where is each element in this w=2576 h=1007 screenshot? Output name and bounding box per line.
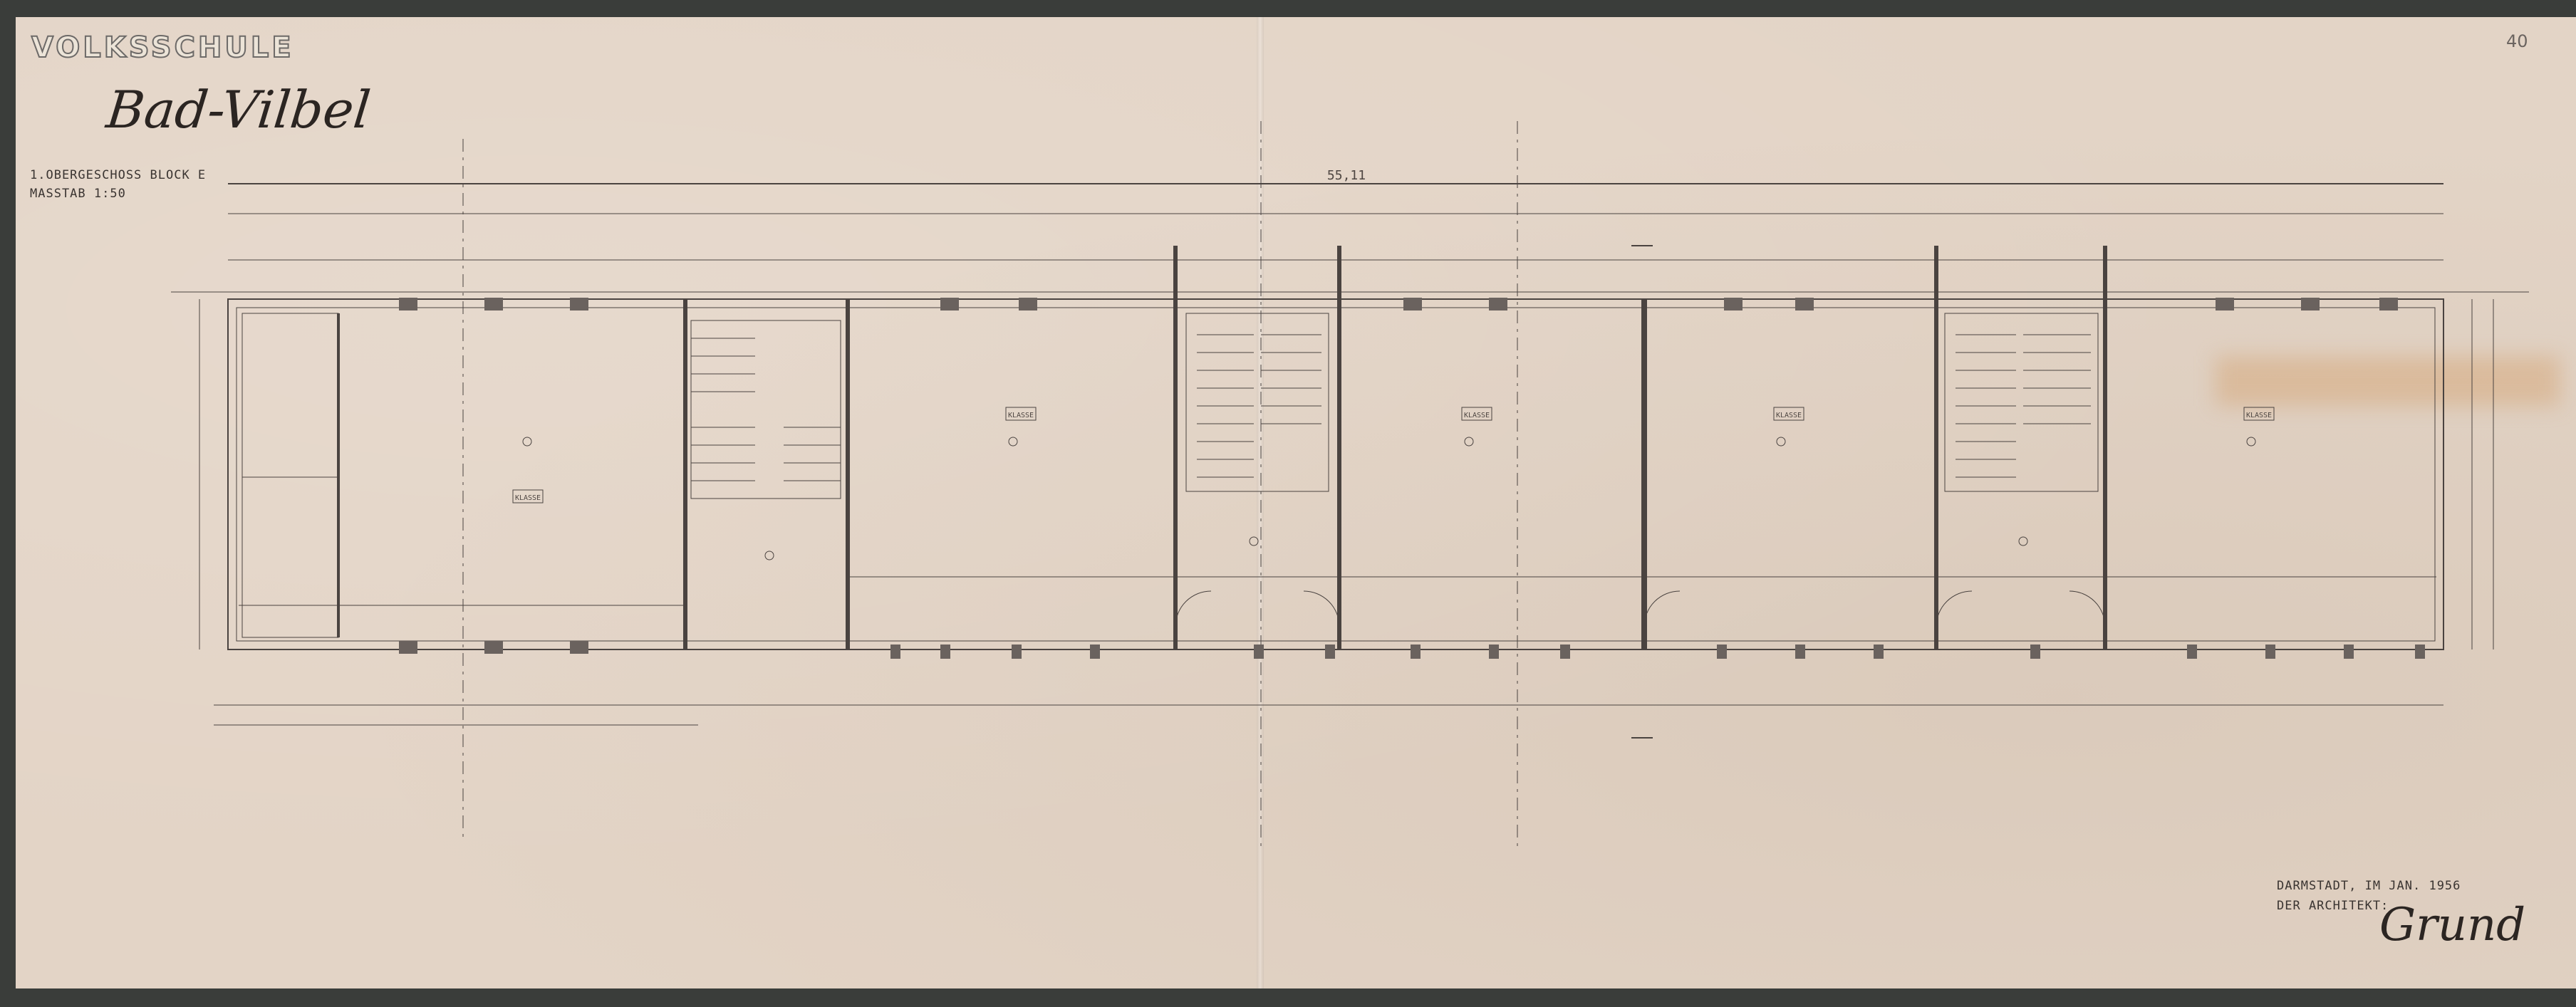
room-tag: KLASSE bbox=[1464, 412, 1490, 419]
overall-dimension: 55,11 bbox=[1327, 168, 1366, 183]
room-tag: KLASSE bbox=[515, 494, 541, 502]
room-tag-box bbox=[1005, 407, 1037, 421]
building-outline bbox=[227, 298, 2444, 650]
room-tag: KLASSE bbox=[2246, 412, 2272, 419]
paper bbox=[16, 17, 2576, 988]
paper-fold bbox=[1257, 17, 1264, 988]
architect-label: DER ARCHITEKT: bbox=[2277, 899, 2389, 913]
staircase bbox=[690, 320, 841, 499]
floor-label: 1.OBERGESCHOSS BLOCK E bbox=[30, 168, 207, 182]
window-mark bbox=[890, 645, 900, 659]
room-tag: KLASSE bbox=[1776, 412, 1802, 419]
school-place: Bad-Vilbel bbox=[103, 80, 373, 140]
architect-signature: Grund bbox=[2379, 899, 2526, 951]
door-swing bbox=[1175, 590, 1212, 627]
school-title: VOLKSSCHULE bbox=[31, 31, 294, 65]
staircase bbox=[1185, 313, 1329, 492]
staircase bbox=[1944, 313, 2099, 492]
stain bbox=[2216, 356, 2560, 406]
scale-label: MASSTAB 1:50 bbox=[30, 187, 126, 201]
sheet-number: 40 bbox=[2506, 31, 2528, 51]
room-tag: KLASSE bbox=[1008, 412, 1034, 419]
place-date: DARMSTADT, IM JAN. 1956 bbox=[2277, 879, 2461, 893]
